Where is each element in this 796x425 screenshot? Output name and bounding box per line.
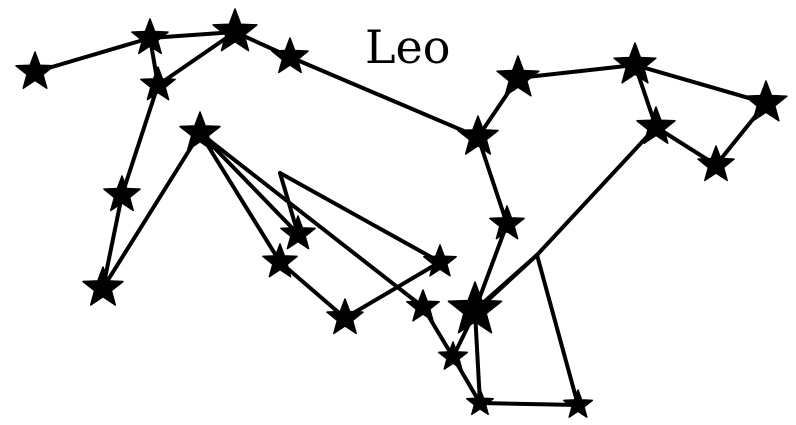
constellation-title: Leo (365, 20, 450, 74)
connection-line-s25-s26 (480, 403, 578, 405)
